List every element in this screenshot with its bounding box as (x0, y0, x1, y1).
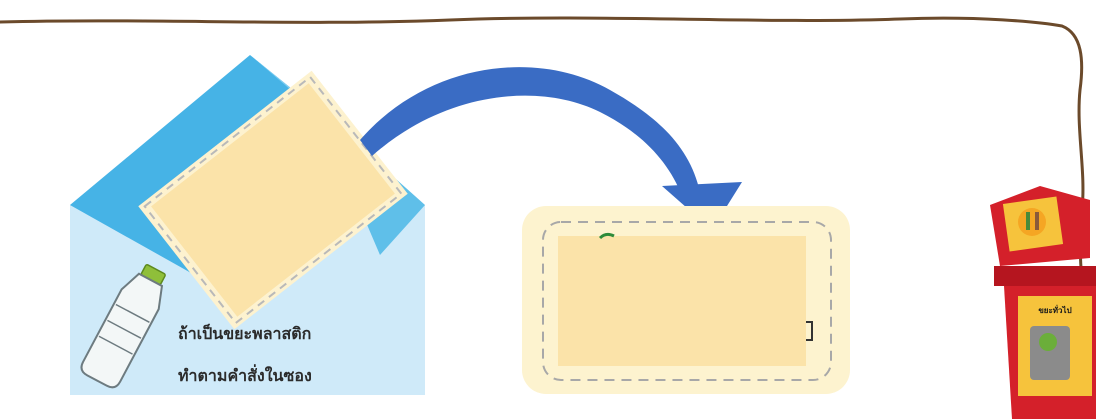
instruction-line-2: ทำตามคำสั่งในซอง (178, 366, 312, 385)
plastic-bottle-icon (80, 264, 166, 389)
bin-label: ขยะทั่วไป (1038, 306, 1072, 315)
instruction-card (138, 70, 408, 330)
destination-card (522, 206, 850, 394)
trash-bin-icon (990, 186, 1096, 419)
instruction-line-1: ถ้าเป็นขยะพลาสติก (178, 324, 312, 343)
frame-border (0, 16, 1085, 292)
